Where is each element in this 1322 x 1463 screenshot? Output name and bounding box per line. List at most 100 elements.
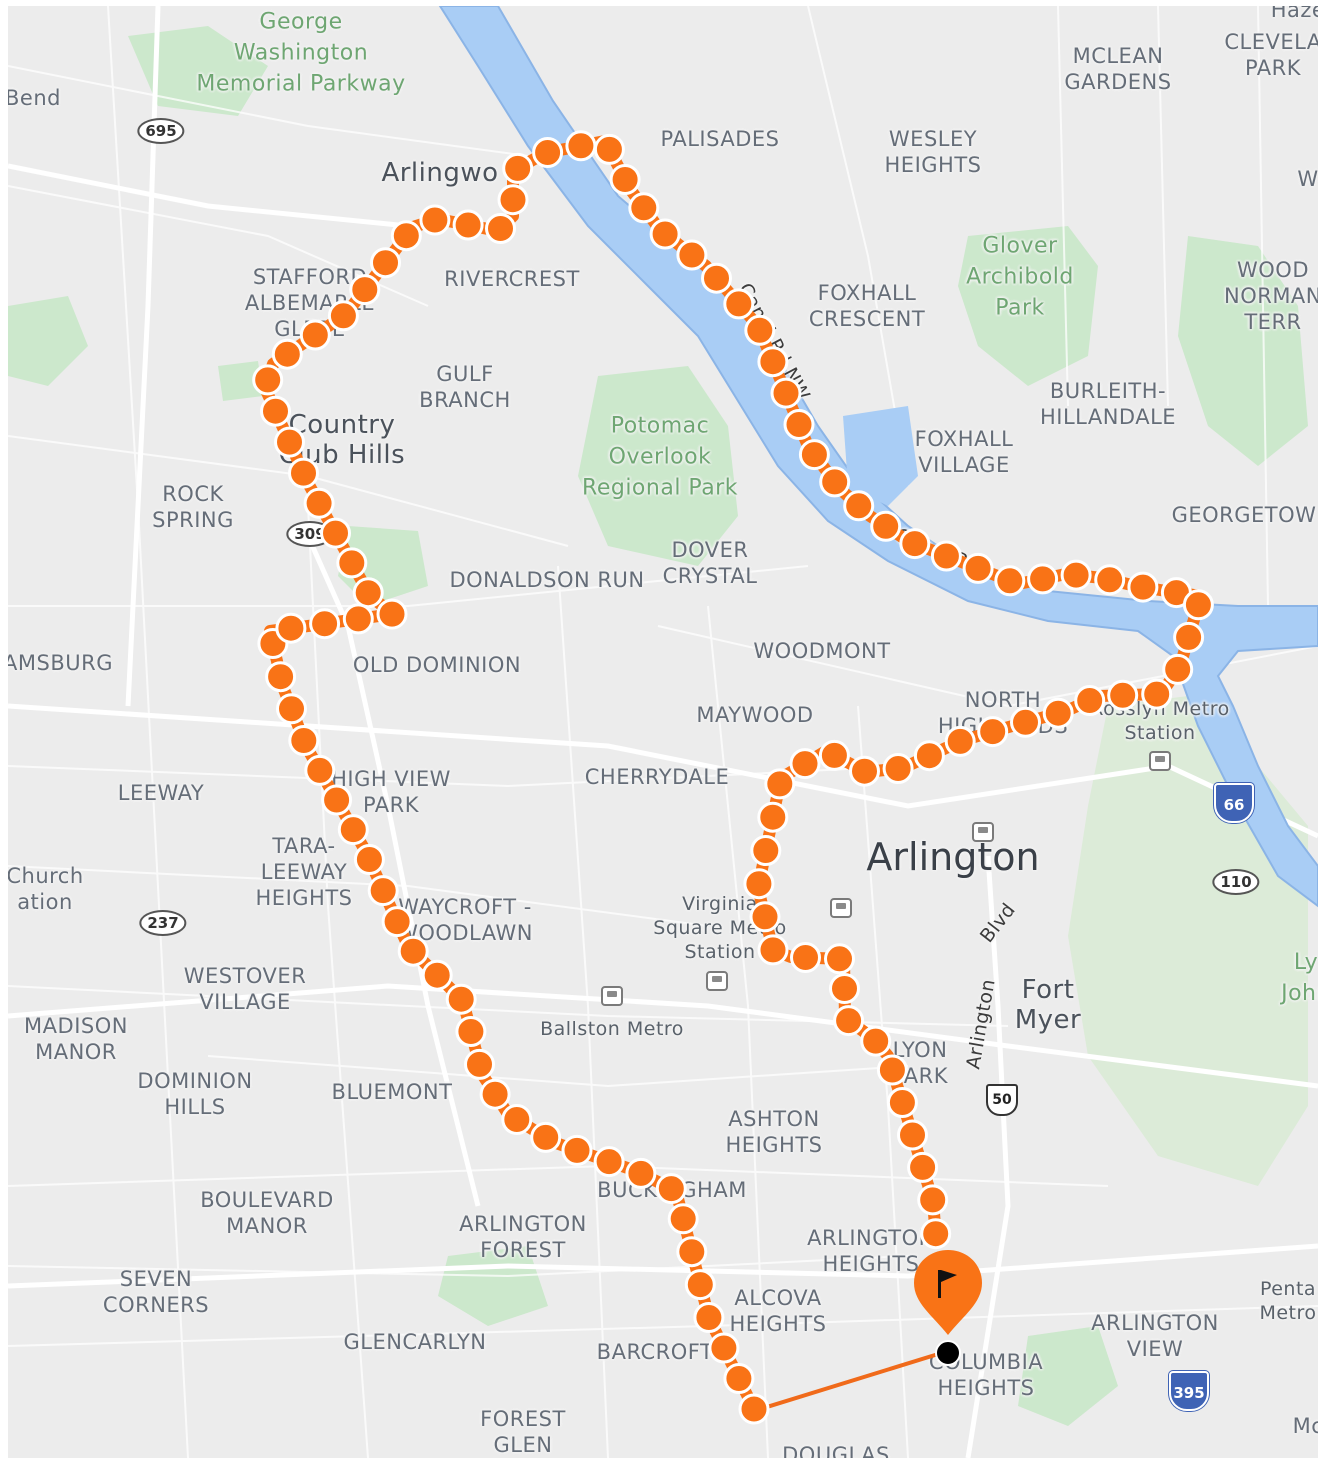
route-waypoint-marker[interactable] (944, 725, 976, 757)
route-waypoint-marker[interactable] (798, 439, 830, 471)
route-waypoint-marker[interactable] (464, 1048, 495, 1080)
route-waypoint-marker[interactable] (750, 835, 782, 866)
route-waypoint-marker[interactable] (309, 608, 341, 640)
route-waypoint-marker[interactable] (337, 814, 369, 846)
route-waypoint-marker[interactable] (693, 1302, 725, 1333)
route-waypoint-marker[interactable] (860, 1025, 892, 1057)
route-waypoint-marker[interactable] (667, 1203, 699, 1235)
route-waypoint-marker[interactable] (502, 152, 534, 184)
route-waypoint-marker[interactable] (381, 906, 413, 938)
route-waypoint-marker[interactable] (1042, 697, 1074, 729)
route-waypoint-marker[interactable] (1182, 589, 1214, 621)
route-waypoint-marker[interactable] (321, 784, 353, 816)
route-waypoint-marker[interactable] (397, 935, 429, 967)
route-waypoint-marker[interactable] (701, 262, 732, 294)
route-waypoint-marker[interactable] (843, 490, 875, 522)
route-waypoint-marker[interactable] (625, 1157, 657, 1189)
route-waypoint-marker[interactable] (920, 1218, 952, 1250)
route-waypoint-marker[interactable] (757, 346, 789, 378)
route-waypoint-marker[interactable] (684, 1269, 716, 1301)
route-waypoint-marker[interactable] (789, 748, 821, 780)
route-waypoint-marker[interactable] (274, 426, 305, 458)
route-waypoint-marker[interactable] (649, 218, 681, 250)
route-waypoint-marker[interactable] (1173, 621, 1205, 653)
route-waypoint-marker[interactable] (882, 753, 914, 784)
route-waypoint-marker[interactable] (917, 1184, 949, 1216)
route-waypoint-marker[interactable] (370, 247, 401, 279)
route-waypoint-marker[interactable] (676, 239, 708, 271)
route-waypoint-marker[interactable] (723, 288, 755, 320)
route-waypoint-marker[interactable] (907, 1151, 939, 1183)
route-waypoint-marker[interactable] (849, 755, 880, 787)
route-waypoint-marker[interactable] (252, 364, 284, 396)
route-waypoint-marker[interactable] (276, 693, 307, 725)
route-waypoint-marker[interactable] (485, 213, 516, 244)
route-waypoint-marker[interactable] (1060, 559, 1092, 591)
route-waypoint-marker[interactable] (1127, 571, 1159, 603)
route-waypoint-marker[interactable] (899, 528, 931, 560)
route-waypoint-marker[interactable] (930, 540, 962, 572)
route-waypoint-marker[interactable] (561, 1134, 593, 1166)
route-waypoint-marker[interactable] (288, 725, 320, 756)
route-waypoint-marker[interactable] (593, 133, 625, 165)
route-waypoint-marker[interactable] (783, 409, 815, 440)
route-waypoint-marker[interactable] (530, 1121, 562, 1153)
route-waypoint-marker[interactable] (327, 300, 359, 332)
route-waypoint-marker[interactable] (977, 716, 1009, 748)
route-waypoint-marker[interactable] (744, 314, 776, 346)
route-waypoint-marker[interactable] (390, 220, 422, 252)
route-waypoint-marker[interactable] (353, 844, 385, 875)
route-waypoint-marker[interactable] (304, 754, 336, 786)
route-waypoint-marker[interactable] (886, 1087, 918, 1118)
route-waypoint-marker[interactable] (275, 612, 307, 644)
route-waypoint-marker[interactable] (1074, 685, 1106, 716)
route-waypoint-marker[interactable] (913, 740, 945, 772)
route-waypoint-marker[interactable] (833, 1005, 865, 1037)
route-waypoint-marker[interactable] (342, 603, 374, 635)
route-waypoint-marker[interactable] (479, 1078, 511, 1110)
route-waypoint-marker[interactable] (367, 875, 399, 907)
route-waypoint-marker[interactable] (994, 565, 1026, 597)
route-waypoint-marker[interactable] (260, 395, 291, 427)
route-waypoint-marker[interactable] (501, 1104, 533, 1135)
route-waypoint-marker[interactable] (738, 1393, 770, 1425)
route-waypoint-marker[interactable] (299, 319, 331, 351)
route-waypoint-marker[interactable] (962, 552, 994, 584)
route-waypoint-marker[interactable] (419, 204, 451, 236)
route-waypoint-marker[interactable] (824, 943, 855, 975)
route-waypoint-marker[interactable] (421, 959, 453, 991)
route-waypoint-marker[interactable] (790, 942, 821, 973)
route-waypoint-marker[interactable] (288, 457, 319, 489)
route-waypoint-marker[interactable] (1010, 706, 1041, 738)
route-waypoint-marker[interactable] (349, 274, 381, 306)
route-waypoint-marker[interactable] (757, 801, 789, 833)
route-waypoint-marker[interactable] (609, 164, 641, 195)
route-waypoint-marker[interactable] (708, 1332, 740, 1364)
destination-marker[interactable] (8, 6, 1318, 1458)
route-waypoint-marker[interactable] (265, 661, 297, 693)
route-waypoint-marker[interactable] (829, 973, 860, 1004)
route-waypoint-marker[interactable] (271, 338, 303, 370)
route-waypoint-marker[interactable] (1162, 653, 1194, 685)
route-waypoint-marker[interactable] (655, 1173, 687, 1205)
route-waypoint-marker[interactable] (723, 1363, 755, 1394)
route-waypoint-marker[interactable] (1094, 564, 1126, 596)
route-waypoint-marker[interactable] (336, 547, 368, 579)
route-waypoint-marker[interactable] (818, 739, 850, 771)
route-waypoint-marker[interactable] (303, 487, 335, 519)
route-waypoint-marker[interactable] (455, 1016, 487, 1047)
route-waypoint-marker[interactable] (764, 768, 796, 800)
route-waypoint-marker[interactable] (1027, 563, 1059, 595)
route-waypoint-marker[interactable] (452, 209, 484, 241)
route-waypoint-marker[interactable] (757, 934, 789, 966)
route-waypoint-marker[interactable] (1141, 678, 1173, 710)
route-waypoint-marker[interactable] (770, 377, 802, 409)
route-waypoint-marker[interactable] (876, 1054, 908, 1086)
route-waypoint-marker[interactable] (497, 184, 529, 216)
route-waypoint-marker[interactable] (676, 1236, 708, 1268)
route-waypoint-marker[interactable] (749, 901, 781, 933)
route-waypoint-marker[interactable] (870, 510, 902, 542)
route-waypoint-marker[interactable] (628, 192, 660, 224)
route-waypoint-marker[interactable] (376, 598, 408, 630)
route-waypoint-marker[interactable] (1107, 679, 1139, 711)
